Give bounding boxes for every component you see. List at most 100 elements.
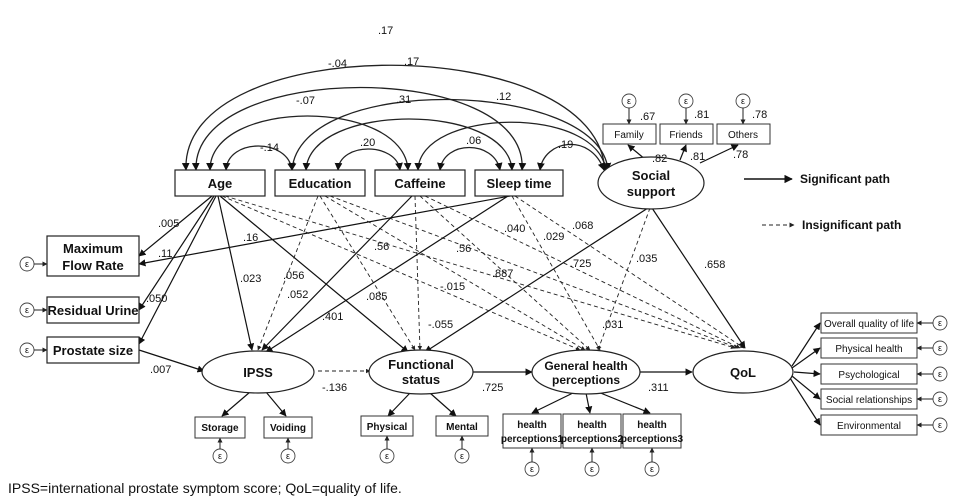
error-label: ε (25, 259, 29, 269)
path-label: .040 (504, 223, 525, 235)
family-label: Family (614, 130, 643, 141)
error-label: ε (590, 464, 594, 474)
general-health-label-2: perceptions (552, 373, 620, 387)
covariance-arcs (181, 64, 612, 173)
path-caf-ipss (261, 195, 413, 351)
path-label: .085 (366, 291, 387, 303)
cov-age-others (191, 86, 527, 171)
path-label: .401 (322, 311, 343, 323)
error-label: ε (938, 318, 942, 328)
loading-label: .82 (652, 153, 667, 165)
path-prostate-ipss (138, 349, 205, 373)
residual-box (46, 296, 140, 324)
path-label: .658 (704, 259, 725, 271)
error-label: ε (627, 96, 631, 106)
cov-edu-sleep (302, 118, 516, 171)
path-caf-functional (414, 195, 423, 351)
cov-caf-sleep (437, 147, 503, 171)
general-health-label-1: General health (544, 359, 627, 373)
cov-label: -.04 (328, 58, 347, 70)
health-perceptions1-label-1: health (517, 420, 546, 431)
storage-label: Storage (201, 423, 239, 434)
path-label: .029 (543, 231, 564, 243)
error-label: ε (684, 96, 688, 106)
path-age-residual (138, 195, 215, 311)
error-label: ε (25, 345, 29, 355)
functional-group: Functional status Physical Mental ε ε (360, 349, 489, 464)
residual-label: Residual Urine (47, 303, 138, 318)
error-label: ε (938, 394, 942, 404)
others-label: Others (728, 130, 758, 141)
legend-significant: Significant path (800, 172, 890, 186)
health-perceptions1-box (502, 413, 562, 449)
health-perceptions2-label-1: health (577, 420, 606, 431)
social-support-label-1: Social (632, 168, 670, 183)
error-label: ε (938, 369, 942, 379)
cov-sleep-social (537, 143, 606, 171)
ipss-ellipse (201, 350, 315, 394)
cov-label: .19 (558, 139, 573, 151)
functional-label-1: Functional (388, 357, 454, 372)
path-label: .56 (374, 241, 389, 253)
error-label: ε (741, 96, 745, 106)
path-sleep-general (511, 195, 601, 351)
path-sleep-qol (514, 195, 745, 349)
path-label: .023 (240, 273, 261, 285)
cov-label: .06 (466, 135, 481, 147)
general-health-ellipse (531, 349, 641, 395)
qol-label: QoL (730, 365, 756, 380)
observed-top: Age Education Caffeine Sleep time (174, 169, 564, 197)
health-perceptions3-label-1: health (637, 420, 666, 431)
qol-group: QoL Overall quality of life Physical hea… (692, 312, 948, 436)
health-perceptions3-box (622, 413, 682, 449)
covariance-labels: .17 -.04 .17 -.07 .31 .12 -.14 .20 .06 .… (260, 25, 573, 154)
caffeine-box (374, 169, 466, 197)
path-sleep-maxflow (138, 195, 511, 267)
cov-label: .17 (378, 25, 393, 37)
path-caf-qol (424, 195, 741, 349)
social-relationships-label: Social relationships (826, 395, 912, 406)
cov-label: .31 (396, 94, 411, 106)
observed-left: Maximum Flow Rate Residual Urine Prostat… (19, 235, 140, 364)
sleep-box (474, 169, 564, 197)
cov-edu-social (288, 98, 612, 171)
significant-paths (138, 144, 821, 426)
error-label: ε (650, 464, 654, 474)
path-label: .005 (158, 218, 179, 230)
max-flow-box (46, 235, 140, 277)
path-age-maxflow (138, 195, 213, 257)
cov-label: -.07 (296, 95, 315, 107)
path-label: .056 (283, 270, 304, 282)
physical-label: Physical (367, 422, 408, 433)
environmental-label: Environmental (837, 421, 901, 432)
cov-label: .12 (496, 91, 511, 103)
prostate-label: Prostate size (53, 343, 133, 358)
error-label: ε (385, 451, 389, 461)
legend-insignificant: Insignificant path (802, 218, 901, 232)
friends-label: Friends (669, 130, 702, 141)
loading-label: .81 (690, 151, 705, 163)
path-label: .11 (158, 248, 172, 260)
path-label: -.136 (322, 382, 347, 394)
age-box (174, 169, 266, 197)
voiding-label: Voiding (270, 423, 306, 434)
cov-age-social (181, 64, 609, 173)
path-edu-functional (319, 195, 416, 351)
error-label: ε (218, 451, 222, 461)
caffeine-label: Caffeine (394, 176, 445, 191)
path-age-qol (224, 195, 736, 349)
path-age-general (221, 195, 581, 351)
path-label: .56 (456, 243, 471, 255)
psychological-label: Psychological (838, 370, 899, 381)
functional-ellipse (368, 349, 474, 395)
cov-label: .17 (404, 56, 419, 68)
cov-caf-social (414, 121, 610, 173)
path-social-ipss (424, 207, 649, 353)
path-label: .007 (150, 364, 171, 376)
path-social-qol (651, 207, 746, 349)
error-label: ε (938, 343, 942, 353)
path-age-prostate (138, 195, 217, 345)
cov-age-sleep (206, 115, 412, 171)
error-label: ε (460, 451, 464, 461)
prostate-box (46, 336, 140, 364)
